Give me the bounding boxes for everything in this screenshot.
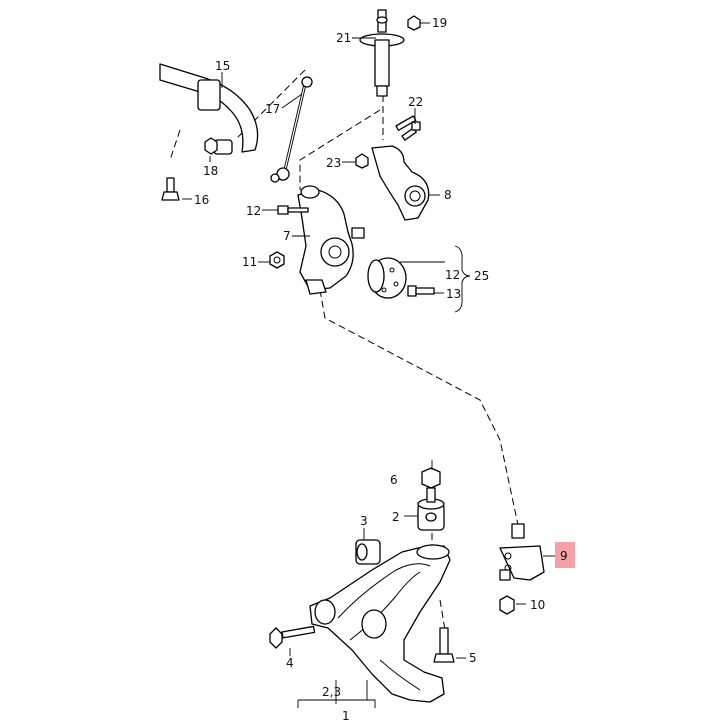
bushing-2 xyxy=(417,498,445,531)
bolt-6 xyxy=(421,467,441,503)
wheel-bearing-housing-8 xyxy=(371,127,430,221)
callout-21: 21 xyxy=(336,31,351,45)
leader-lines xyxy=(182,37,555,700)
callout-2: 2 xyxy=(392,510,400,524)
callout-6: 6 xyxy=(390,473,398,487)
callout-23: 23 xyxy=(326,156,341,170)
callout-2-3: 2,3 xyxy=(322,685,341,699)
callout-9: 9 xyxy=(560,549,568,563)
callout-15: 15 xyxy=(215,59,230,73)
callout-1: 1 xyxy=(342,709,350,723)
callout-3: 3 xyxy=(360,514,368,528)
bolt-13 xyxy=(407,285,435,297)
callout-5: 5 xyxy=(469,651,477,665)
ball-joint xyxy=(499,523,545,581)
callout-labels: 21 19 15 17 22 23 18 8 16 12 7 11 12 25 … xyxy=(194,16,568,723)
callout-7: 7 xyxy=(283,229,291,243)
nut-23 xyxy=(355,153,369,169)
bracket-12-25 xyxy=(454,245,471,313)
bolt-5 xyxy=(433,627,455,663)
callout-16: 16 xyxy=(194,193,209,207)
control-arm xyxy=(309,544,451,703)
highlight-box-9 xyxy=(555,542,575,568)
strut-mount xyxy=(359,9,405,97)
bushing-3 xyxy=(355,539,381,565)
bolt-16 xyxy=(161,177,180,201)
callout-4: 4 xyxy=(286,656,294,670)
callout-19: 19 xyxy=(432,16,447,30)
nut-11 xyxy=(269,251,285,269)
callout-10: 10 xyxy=(530,598,545,612)
nut-10 xyxy=(499,595,515,615)
callout-11: 11 xyxy=(242,255,257,269)
callout-25: 25 xyxy=(474,269,489,283)
bolt-22 xyxy=(395,115,421,131)
bracket-1 xyxy=(297,699,376,708)
callout-17: 17 xyxy=(265,102,280,116)
wheel-bearing-housing-7 xyxy=(297,185,365,295)
nut-19 xyxy=(407,15,430,31)
callout-13: 13 xyxy=(446,287,461,301)
nut-18 xyxy=(204,137,218,155)
callout-12-right: 12 xyxy=(445,268,460,282)
callout-22: 22 xyxy=(408,95,423,109)
assembly-dashed-lines xyxy=(169,69,519,631)
wheel-hub xyxy=(367,257,407,299)
callout-8: 8 xyxy=(444,188,452,202)
callout-18: 18 xyxy=(203,164,218,178)
callout-12-left: 12 xyxy=(246,204,261,218)
stabilizer-bar xyxy=(159,63,259,155)
coupling-rod xyxy=(270,76,313,183)
bolt-4 xyxy=(269,625,316,649)
